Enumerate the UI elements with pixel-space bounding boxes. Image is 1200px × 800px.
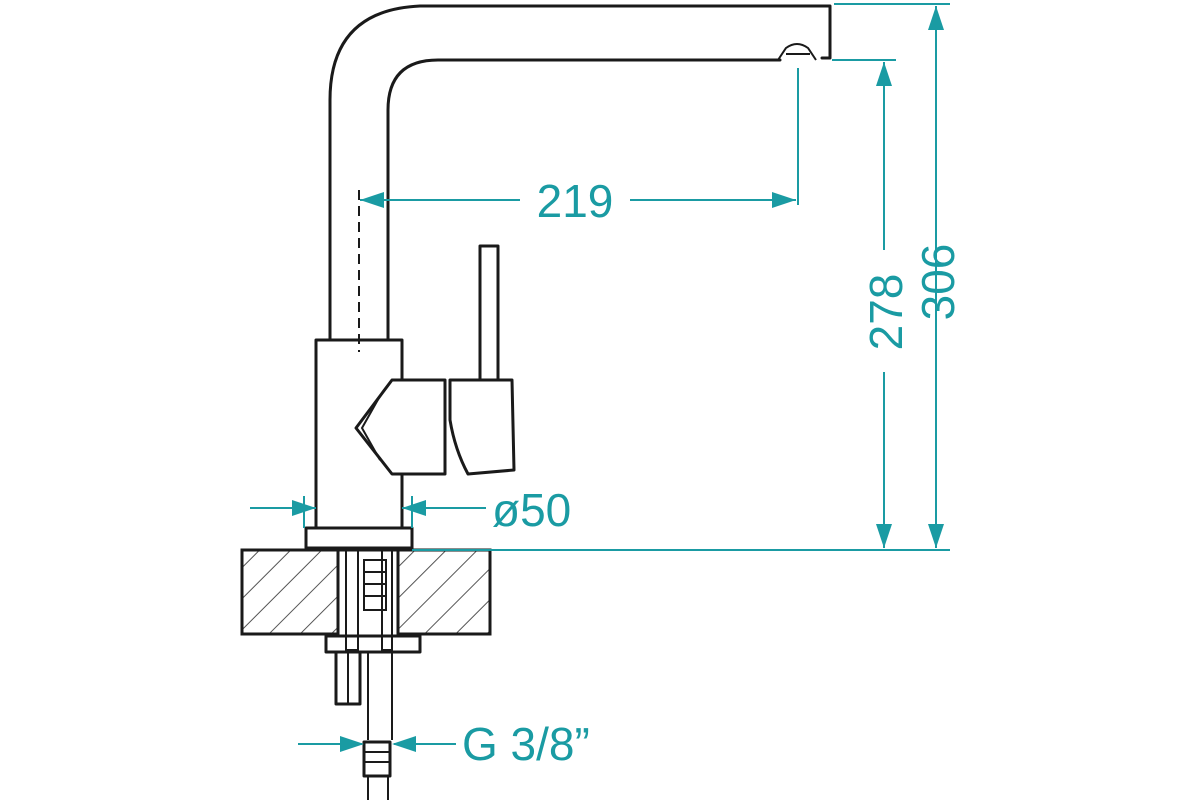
mounting-hardware [324,549,422,800]
spout-inner-edge [386,58,782,342]
cartridge-housing [354,378,447,476]
dimension-total-height: 306 [834,3,964,548]
dimension-thread: G 3/8” [298,718,590,770]
dimension-306-label: 306 [912,244,964,321]
lever-base [448,378,516,476]
dimension-spout-reach: 219 [360,68,799,227]
cartridge-detail [360,395,381,461]
mounting-stud [345,549,359,651]
dimension-body-diameter: ø50 [250,484,571,536]
countertop-section [240,548,492,636]
dimension-diameter-label: ø50 [492,484,571,536]
dimension-219-label: 219 [537,175,614,227]
hose-end-fitting [362,740,392,778]
mounting-stud-2 [381,549,393,651]
countertop-left [240,548,340,636]
dimension-spout-height: 278 [832,59,912,548]
lever-handle [478,244,500,382]
spout-outer-edge [328,4,832,342]
mounting-plate [324,634,422,654]
faucet-outline [304,4,832,550]
countertop-right [396,548,492,636]
dimension-278-label: 278 [860,274,912,351]
aerator [777,43,817,61]
dimension-thread-label: G 3/8” [462,718,590,770]
base-ring [304,526,414,550]
